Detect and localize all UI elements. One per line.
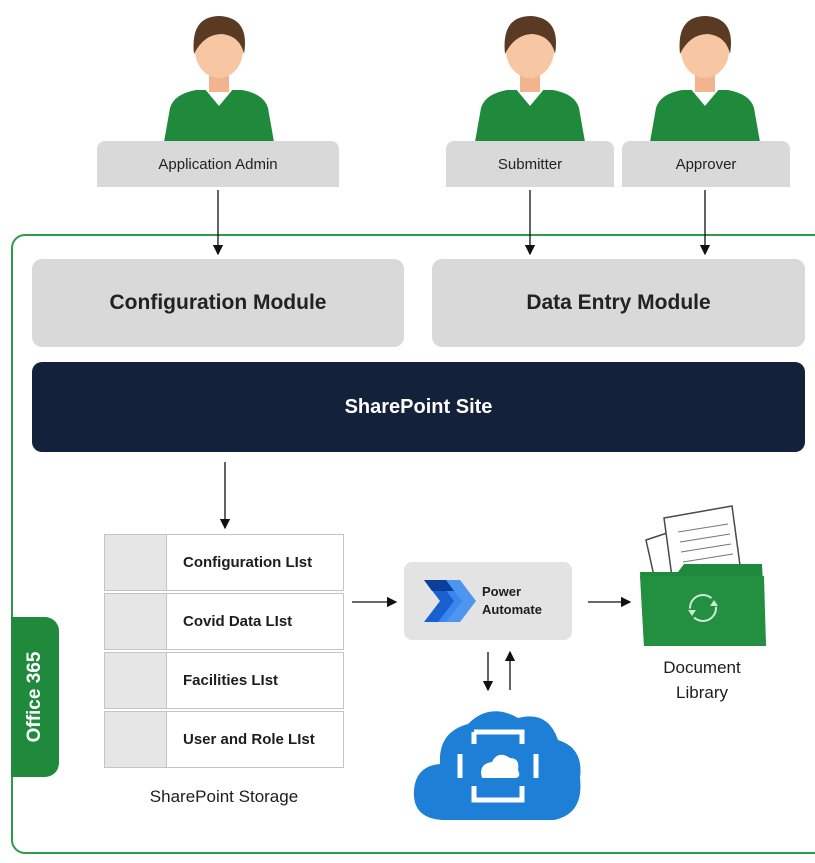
office-365-frame bbox=[11, 234, 815, 854]
list-stub bbox=[104, 534, 166, 591]
document-library-label: Document Library bbox=[636, 655, 768, 705]
list-item: Configuration LIst bbox=[104, 534, 344, 591]
data-entry-module-label: Data Entry Module bbox=[526, 291, 711, 314]
document-library-line2: Library bbox=[676, 683, 728, 702]
power-automate-line2: Automate bbox=[482, 602, 542, 617]
document-library-icon bbox=[640, 505, 766, 646]
list-item: User and Role LIst bbox=[104, 711, 344, 768]
configuration-module-label: Configuration Module bbox=[109, 291, 327, 314]
list-label: Covid Data LIst bbox=[166, 593, 344, 650]
role-label: Approver bbox=[675, 155, 737, 173]
list-label: Configuration LIst bbox=[166, 534, 344, 591]
data-entry-module: Data Entry Module bbox=[432, 259, 805, 347]
power-automate-icon bbox=[424, 580, 476, 622]
role-label: Submitter bbox=[497, 155, 563, 173]
sharepoint-site-bar: SharePoint Site bbox=[32, 362, 805, 452]
sharepoint-storage-caption: SharePoint Storage bbox=[149, 787, 299, 806]
list-item: Facilities LIst bbox=[104, 652, 344, 709]
list-stub bbox=[104, 711, 166, 768]
list-stub bbox=[104, 593, 166, 650]
power-automate-line1: Power bbox=[482, 584, 522, 599]
configuration-module: Configuration Module bbox=[32, 259, 404, 347]
cloud-service-icon bbox=[413, 711, 581, 820]
list-stub bbox=[104, 652, 166, 709]
document-library-line1: Document bbox=[663, 658, 741, 677]
power-automate-label: Power Automate bbox=[482, 583, 542, 619]
role-submitter: Submitter bbox=[446, 141, 614, 187]
office-365-tab: Office 365 bbox=[11, 617, 59, 777]
power-automate-box bbox=[404, 562, 572, 640]
role-label: Application Admin bbox=[158, 155, 278, 173]
role-application-admin: Application Admin bbox=[97, 141, 339, 187]
admin-person-icon bbox=[164, 16, 274, 142]
sharepoint-site-label: SharePoint Site bbox=[344, 395, 493, 418]
list-label: User and Role LIst bbox=[166, 711, 344, 768]
role-approver: Approver bbox=[622, 141, 790, 187]
approver-person-icon bbox=[650, 16, 760, 142]
submitter-person-icon bbox=[475, 16, 585, 142]
list-label: Facilities LIst bbox=[166, 652, 344, 709]
list-item: Covid Data LIst bbox=[104, 593, 344, 650]
